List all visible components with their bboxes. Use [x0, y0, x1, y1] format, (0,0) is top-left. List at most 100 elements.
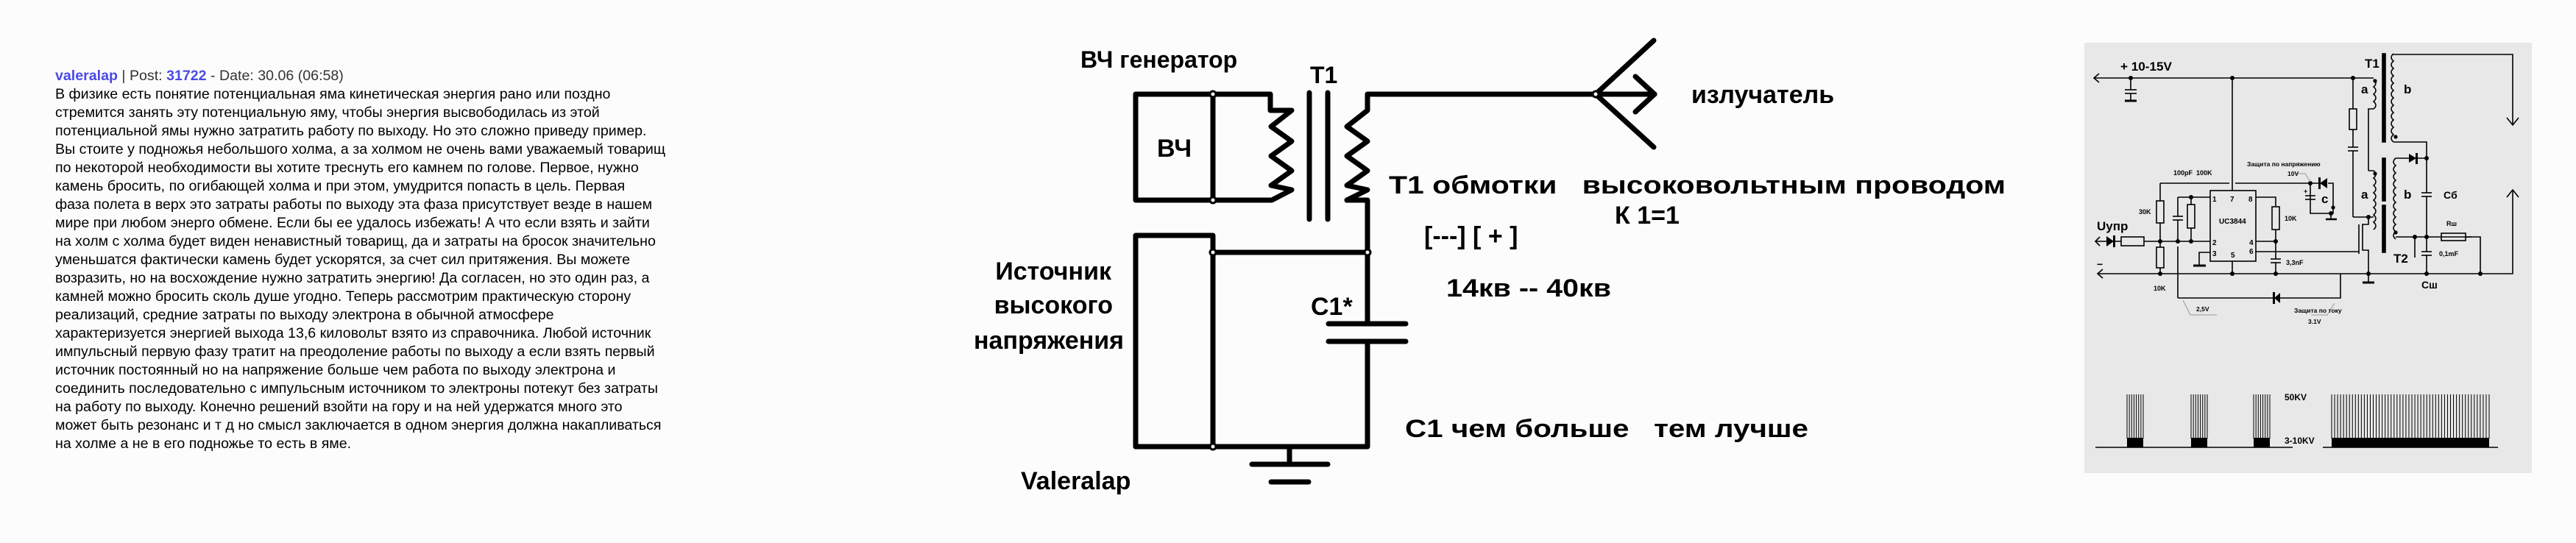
cap-3n3-label: 3,3nF — [2286, 259, 2304, 266]
t2-core-lower — [2382, 205, 2386, 253]
ground-arrow — [2096, 269, 2103, 279]
antenna-arrow-head — [1632, 74, 1657, 115]
current-protection-label: Защита по току — [2294, 307, 2342, 314]
t2-core-upper — [2382, 157, 2386, 202]
post-body: В физике есть понятие потенциальная яма … — [55, 85, 821, 453]
voltage-protection-label: Защита по напряжению — [2247, 160, 2321, 168]
uc3844-circuit-panel — [2084, 43, 2532, 473]
mosfet-drain — [2362, 217, 2369, 274]
burst-2-base — [2191, 438, 2207, 447]
node-dot — [1209, 248, 1217, 257]
node-dot — [2230, 272, 2234, 276]
phase-dot — [2373, 79, 2377, 83]
node-dot — [2366, 272, 2371, 276]
r30k-label: 30K — [2139, 208, 2151, 216]
voltage-protection-value: 10V — [2287, 170, 2299, 177]
r10k-right — [2271, 206, 2280, 230]
primary-winding — [1210, 91, 1295, 203]
post-body-line: на работу по выходу. Конечно решений взо… — [55, 399, 623, 415]
t2-label: T2 — [2393, 252, 2408, 266]
ic-pin-1: 1 — [2212, 196, 2217, 204]
t2-winding-b-label: b — [2404, 188, 2411, 202]
post-body-line: по некоторой необходимости вы хотите тре… — [55, 160, 639, 176]
post-body-line: импульсный первую фазу тратит на преодол… — [55, 344, 655, 360]
snubber-resistor — [2349, 108, 2357, 130]
hf-box-wire — [1133, 91, 1216, 203]
post-body-line: мире при любом энерго обмене. Если бы ее… — [55, 215, 650, 231]
ref-voltage-label: 2,5V — [2196, 305, 2209, 313]
shunt-cap-value: 0,1mF — [2439, 250, 2459, 258]
control-diode-bar — [2113, 235, 2115, 247]
t1-core — [2382, 53, 2386, 143]
t1-winding-b-label: b — [2404, 82, 2411, 96]
ic-pin-6: 6 — [2249, 248, 2254, 256]
post-body-line: уменьшатся фактически камень будет ускор… — [55, 252, 630, 268]
post-body-line: камней можно бросить сколь душе угодно. … — [55, 288, 631, 305]
node-dot — [2329, 211, 2333, 216]
node-dot — [2189, 239, 2193, 244]
node-dot — [1209, 196, 1217, 205]
post-date: - Date: 30.06 (06:58) — [210, 68, 344, 84]
post-body-line: источник постоянный но на напряжение бол… — [55, 362, 616, 378]
ic-pin3-wire — [2198, 252, 2210, 265]
supply-label: + 10-15V — [2120, 60, 2173, 74]
winding-note: T1 обмотки высоковольтным проводом — [1389, 171, 2006, 199]
current-protection-wire — [2178, 274, 2341, 299]
r10k-bottom — [2156, 246, 2165, 269]
output-return-wire — [2480, 190, 2513, 274]
ic-pin-2: 2 — [2212, 239, 2217, 247]
node-dot — [2424, 272, 2429, 276]
node-dot — [2230, 76, 2234, 80]
node-dot — [2158, 272, 2162, 276]
node-dot — [1591, 90, 1600, 99]
wave-high-label: 50KV — [2285, 392, 2307, 402]
comp-wire — [2177, 196, 2210, 216]
node-dot — [2424, 235, 2429, 239]
r30k-resistor — [2156, 200, 2165, 224]
ic-pin-7: 7 — [2230, 196, 2234, 204]
node-dot — [2308, 181, 2313, 185]
ic-pin-3: 3 — [2212, 250, 2217, 258]
post-body-line: стремится занять эту потенциальную яму, … — [55, 104, 600, 121]
node-dot — [1209, 90, 1217, 99]
source-label-line-2: высокого — [994, 291, 1113, 319]
cap-resistor-label: 100pF 100K — [2173, 169, 2212, 177]
node-dot — [2366, 215, 2371, 219]
winding-c-label: c — [2321, 192, 2328, 206]
post-body-line: на холм с холма будет виден ненавистный … — [55, 233, 656, 249]
ic-pin-8: 8 — [2248, 196, 2253, 204]
node-dot — [2413, 235, 2417, 239]
post-number-link[interactable]: 31722 — [166, 68, 207, 84]
post-header: valeralap | Post: 31722 - Date: 30.06 (0… — [55, 67, 821, 85]
antenna-lower — [1593, 91, 1657, 150]
feedback-node-wire — [2159, 223, 2210, 242]
post-body-line: реализаций, средние затраты по выходу эл… — [55, 307, 554, 323]
minus-label: − — [2097, 258, 2103, 270]
t1-output-wire — [2393, 54, 2513, 125]
t2-output-arrow — [2506, 188, 2519, 198]
protection-diode-bar — [2318, 177, 2321, 189]
phase-dot — [2331, 205, 2335, 210]
t1-winding-a — [2353, 77, 2377, 171]
post-body-line: потенциальной ямы нужно затратить работу… — [55, 123, 647, 139]
capacitor-note: C1 чем больше тем лучше — [1405, 415, 1808, 443]
boost-diode-bar — [2416, 153, 2418, 164]
node-dot — [2274, 239, 2278, 244]
author-link[interactable]: valeralap — [55, 68, 118, 84]
t1-b-bottom — [2393, 141, 2427, 158]
t1-winding-b — [2391, 53, 2395, 143]
hf-generator-label: ВЧ генератор — [1080, 46, 1237, 73]
uc3844-ic — [2209, 190, 2257, 262]
post-body-line: соединить последовательно с импульсным и… — [55, 380, 658, 397]
burst-3-base — [2254, 438, 2270, 447]
forum-post: valeralap | Post: 31722 - Date: 30.06 (0… — [55, 67, 821, 453]
emitter-label: излучатель — [1691, 81, 1834, 109]
shunt-wire — [2466, 236, 2481, 274]
secondary-winding — [1344, 91, 1599, 255]
post-body-line: на холме а не в его подножье то есть в я… — [55, 436, 352, 452]
t1-output-arrow — [2506, 117, 2519, 127]
r10k-right-label: 10K — [2285, 215, 2297, 222]
post-body-line: фаза полета в верх это затраты работы по… — [55, 196, 653, 213]
capacitor-label: C1* — [1311, 293, 1353, 321]
post-body-line: возразить, но на восхождение нужно затра… — [55, 270, 650, 286]
